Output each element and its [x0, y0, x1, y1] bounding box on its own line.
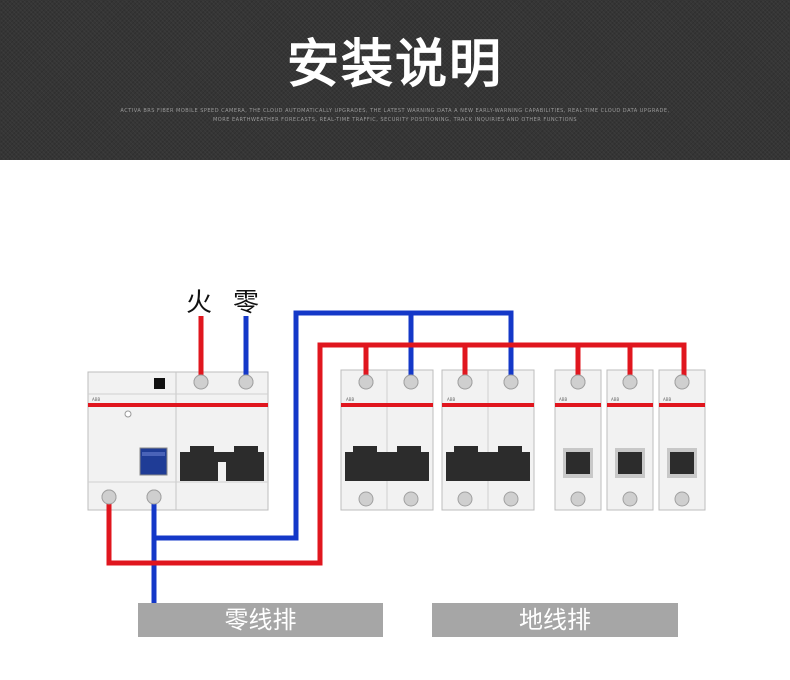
live-distribution-wire	[106, 342, 687, 566]
svg-text:ABB: ABB	[559, 397, 567, 402]
two-pole-breaker-1: ABB	[340, 369, 434, 511]
header-banner: 安装说明 ACTIVA BRS FIBER MOBILE SPEED CAMER…	[0, 0, 790, 160]
main-rcd-breaker: ABB	[87, 371, 269, 511]
neutral-wire-label: 零	[233, 288, 260, 318]
header-subtitle-line-2: MORE EARTHWEATHER FORECASTS, REAL-TIME T…	[212, 117, 577, 123]
header-subtitle-line-1: ACTIVA BRS FIBER MOBILE SPEED CAMERA, TH…	[120, 108, 670, 114]
ground-bus-bar: 地线排	[432, 603, 678, 637]
svg-text:ABB: ABB	[611, 397, 619, 402]
neutral-bus-bar: 零线排	[138, 603, 383, 637]
two-pole-breaker-2: ABB	[441, 369, 535, 511]
live-wire-label: 火	[186, 288, 213, 318]
svg-text:ABB: ABB	[92, 397, 100, 402]
svg-text:ABB: ABB	[447, 397, 455, 402]
single-pole-breaker-1: ABB	[554, 369, 602, 511]
neutral-distribution-wire	[151, 310, 514, 541]
terminal-screws	[101, 374, 690, 505]
svg-text:ABB: ABB	[346, 397, 354, 402]
wiring-diagram: ABB ABB ABB	[87, 310, 706, 620]
page-title: 安装说明	[286, 35, 503, 95]
single-pole-breaker-3: ABB	[658, 369, 706, 511]
svg-text:ABB: ABB	[663, 397, 671, 402]
single-pole-breaker-2: ABB	[606, 369, 654, 511]
